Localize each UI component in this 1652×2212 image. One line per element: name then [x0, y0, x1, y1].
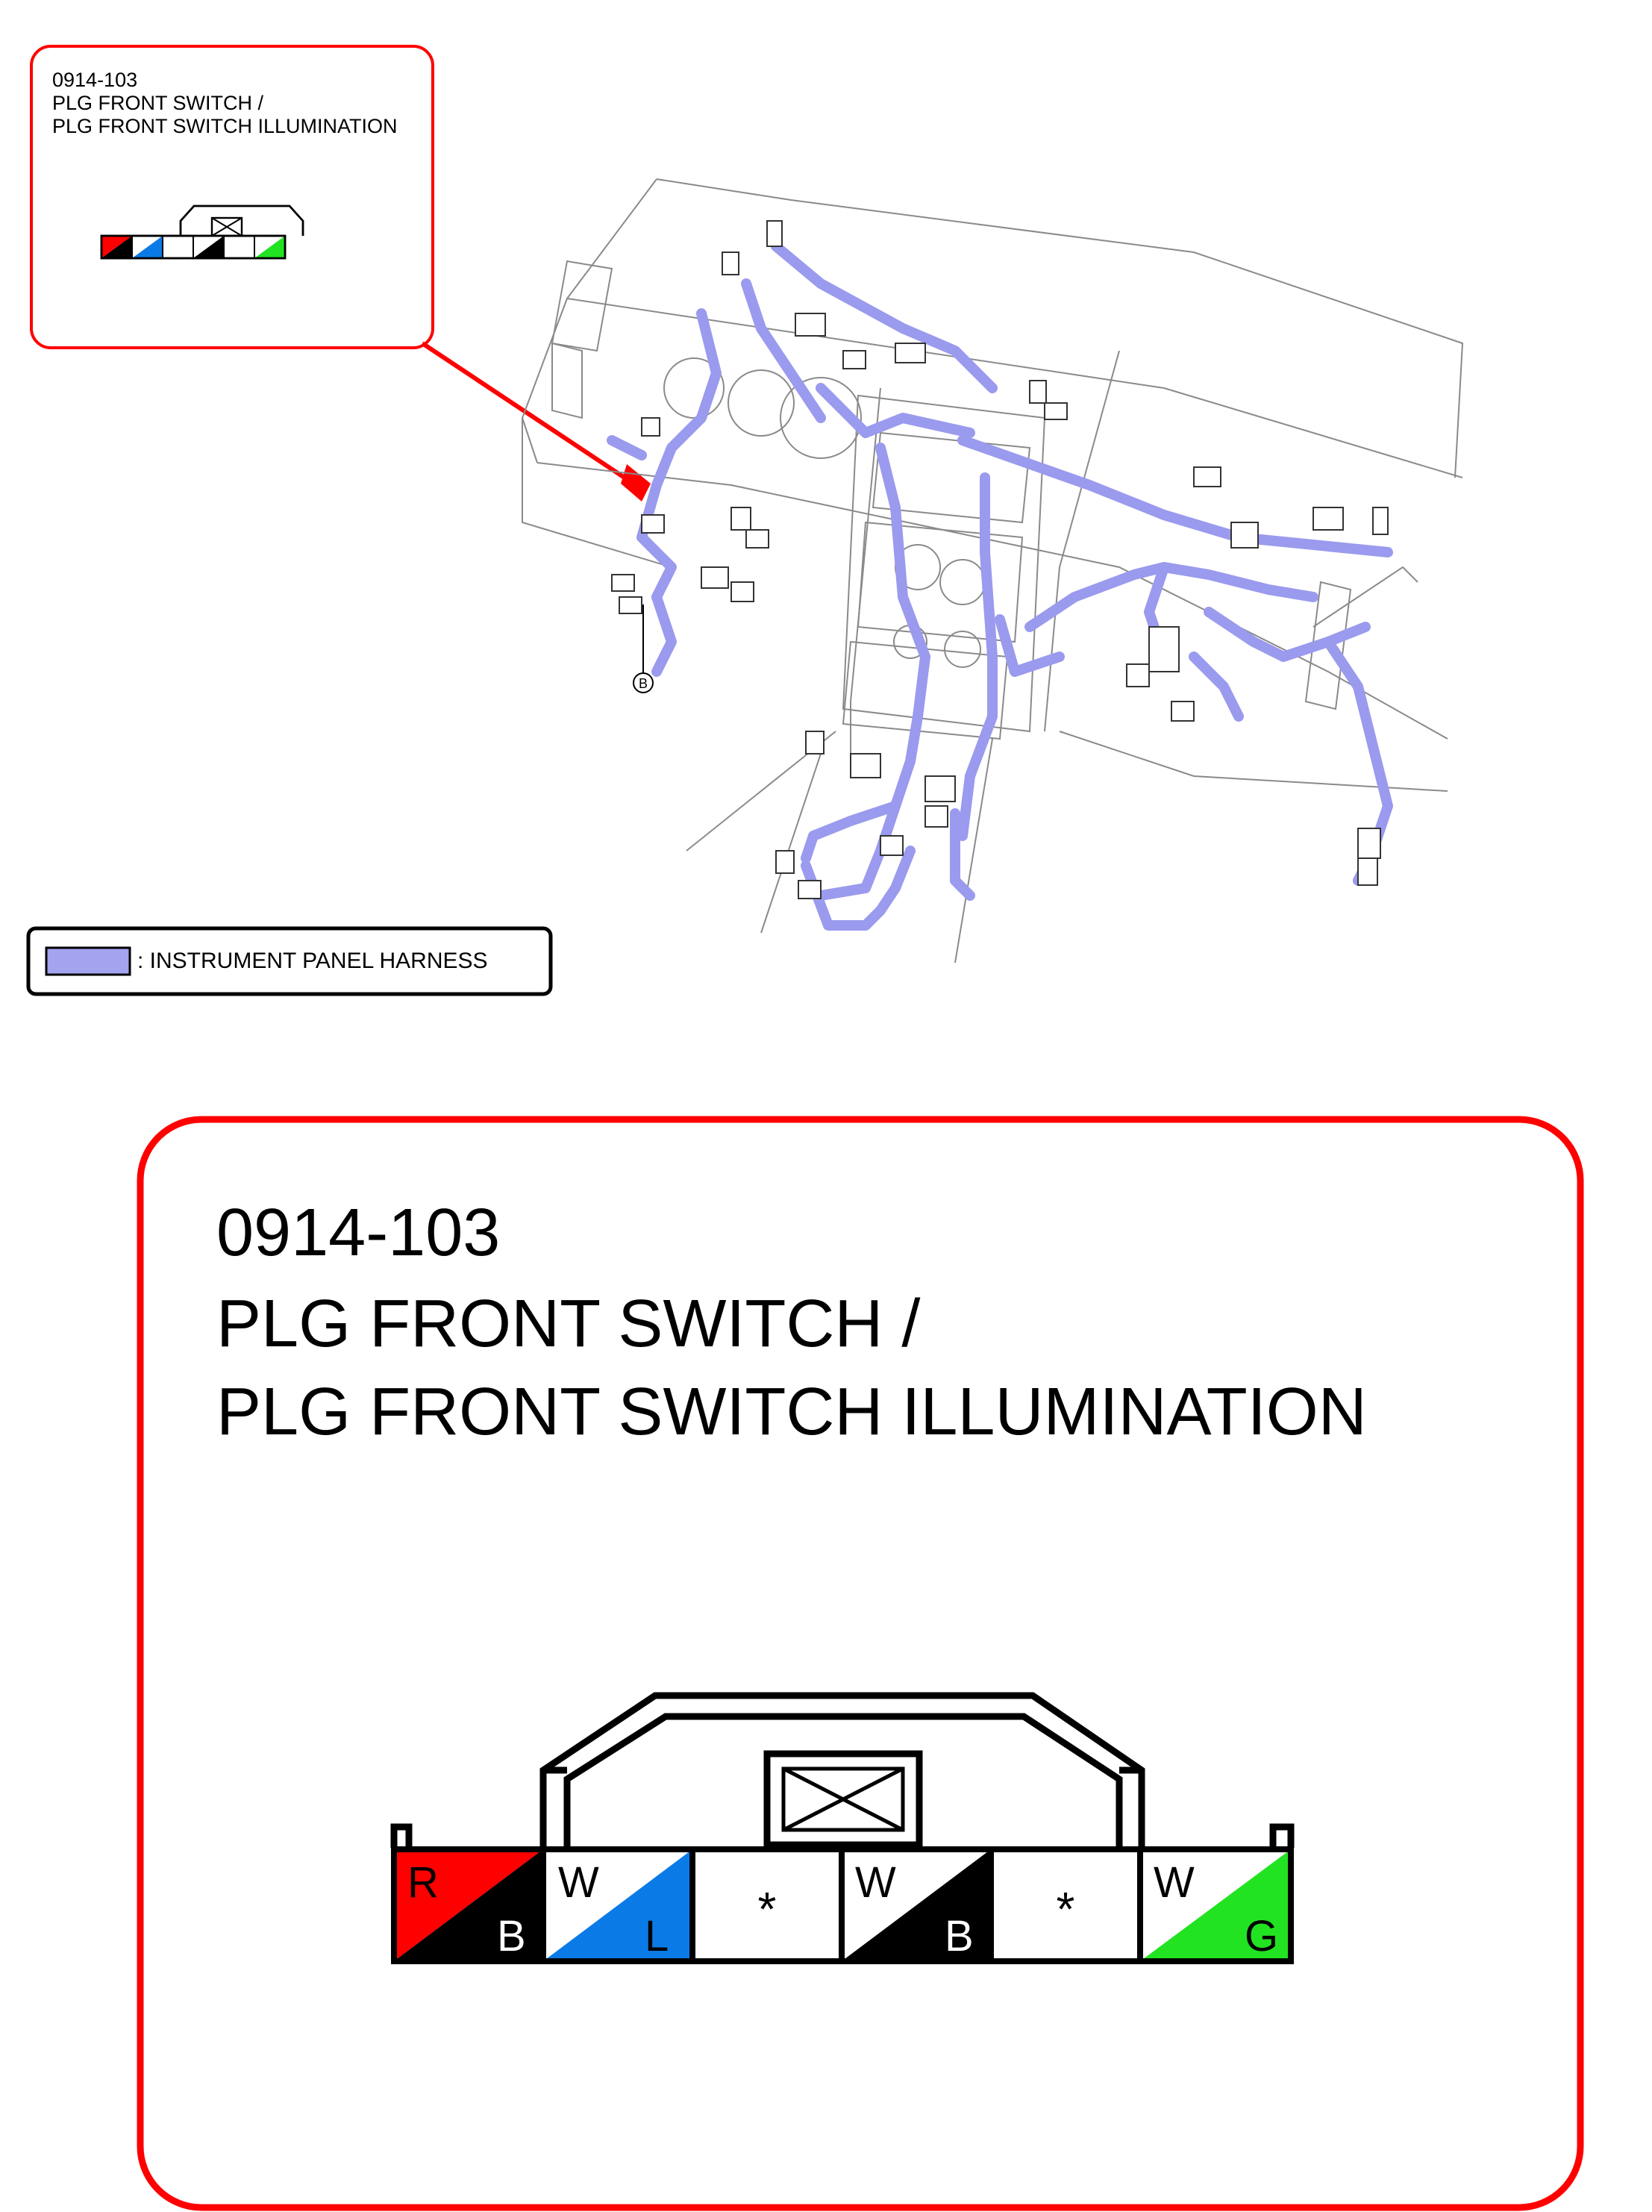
pin-4-bottom-label: B	[945, 1912, 974, 1961]
location-marker	[621, 464, 651, 502]
connector-name-line2: PLG FRONT SWITCH ILLUMINATION	[216, 1375, 1367, 1449]
callout-small-name-line1: PLG FRONT SWITCH /	[52, 92, 264, 114]
pin-6-bottom-label: G	[1245, 1912, 1278, 1961]
pin-row: R B W L * W B	[391, 1846, 1294, 1964]
callout-small: 0914-103 PLG FRONT SWITCH / PLG FRONT SW…	[30, 45, 434, 349]
legend: : INSTRUMENT PANEL HARNESS	[26, 926, 553, 996]
connector-code: 0914-103	[216, 1196, 500, 1270]
pin-3: *	[692, 1849, 842, 1961]
dashboard-drawing	[521, 178, 1464, 963]
pin-6-top-label: W	[1154, 1858, 1195, 1907]
pin-5-empty-mark: *	[1057, 1882, 1075, 1936]
leader-line	[421, 341, 637, 487]
instrument-panel-harness	[607, 241, 1393, 931]
mini-connector	[100, 204, 304, 260]
pin-1: R B	[394, 1849, 543, 1961]
pin-3-empty-mark: *	[758, 1882, 777, 1936]
legend-label: : INSTRUMENT PANEL HARNESS	[137, 949, 488, 973]
pin-2: W L	[543, 1849, 692, 1961]
pin-1-bottom-label: B	[497, 1912, 526, 1961]
legend-swatch	[45, 946, 131, 976]
callout-small-code: 0914-103	[52, 69, 137, 91]
pin-5: *	[991, 1849, 1140, 1961]
pin-4: W B	[842, 1849, 991, 1961]
callout-small-name-line2: PLG FRONT SWITCH ILLUMINATION	[52, 115, 398, 137]
connector-housing	[390, 1692, 1295, 1849]
pin-1-top-label: R	[407, 1858, 439, 1907]
latch-icon	[781, 1766, 905, 1832]
pin-6: W G	[1140, 1849, 1291, 1961]
pin-2-top-label: W	[558, 1858, 599, 1907]
locator-b: B	[633, 604, 654, 693]
connectors	[611, 220, 1389, 899]
connector-name-line1: PLG FRONT SWITCH /	[216, 1287, 920, 1361]
locator-b-label: B	[639, 676, 648, 691]
pin-2-bottom-label: L	[645, 1912, 669, 1961]
callout-large: 0914-103 PLG FRONT SWITCH / PLG FRONT SW…	[137, 1116, 1584, 2211]
pin-4-top-label: W	[855, 1858, 896, 1907]
